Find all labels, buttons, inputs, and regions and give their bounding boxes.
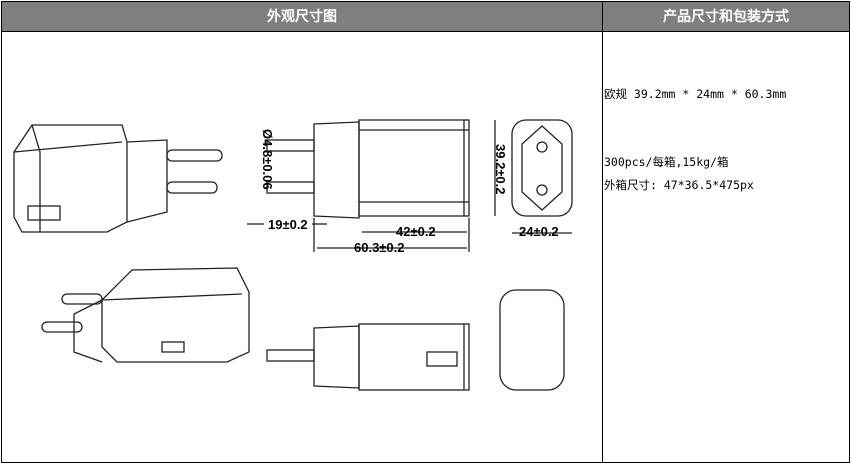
dimension-drawing: Ø4.8±0.06 19±0.2 42±0.2 60.3±0.2 39.2±0.… bbox=[13, 119, 573, 391]
charger-front-view bbox=[494, 119, 573, 234]
width-label: 24±0.2 bbox=[519, 224, 559, 239]
total-length-label: 60.3±0.2 bbox=[354, 240, 405, 255]
pin-length-label: 19±0.2 bbox=[268, 217, 308, 232]
charger-back-view bbox=[499, 289, 565, 391]
charger-side-view bbox=[247, 119, 470, 252]
packing-quantity: 300pcs/每箱,15kg/箱 bbox=[604, 155, 729, 169]
height-label: 39.2±0.2 bbox=[493, 144, 508, 195]
pin-diameter-label: Ø4.8±0.06 bbox=[260, 129, 275, 190]
column-divider bbox=[602, 2, 603, 462]
header-size-packing: 产品尺寸和包装方式 bbox=[602, 2, 849, 32]
charger-perspective-view-2 bbox=[41, 267, 250, 363]
body-length-label: 42±0.2 bbox=[396, 224, 436, 239]
product-size: 欧规 39.2mm * 24mm * 60.3mm bbox=[604, 87, 787, 101]
header-appearance-drawing: 外观尺寸图 bbox=[2, 2, 602, 32]
charger-perspective-view-1 bbox=[13, 124, 223, 233]
charger-bottom-view bbox=[266, 323, 470, 391]
carton-size: 外箱尺寸: 47*36.5*475px bbox=[604, 178, 754, 192]
